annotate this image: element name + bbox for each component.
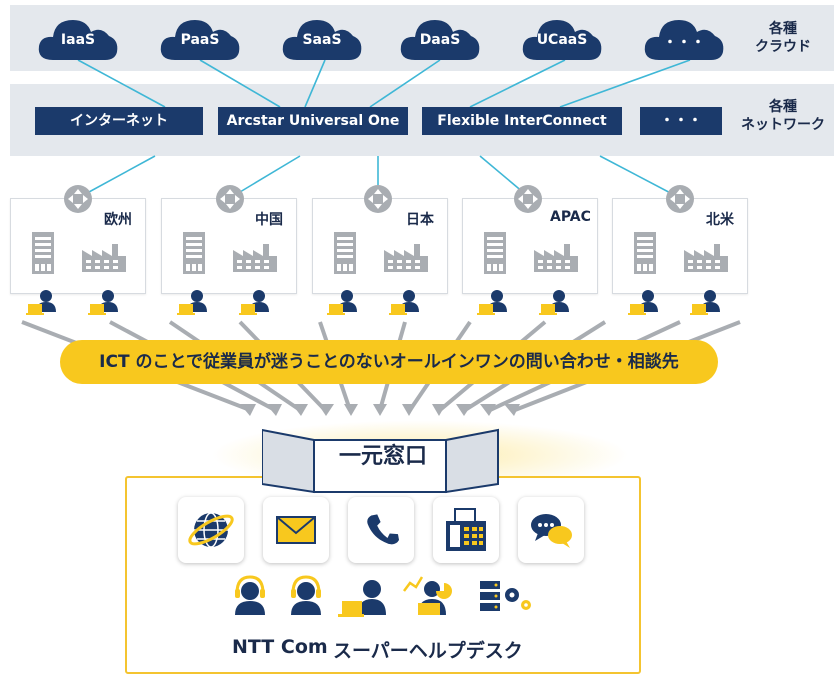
user-laptop-icon xyxy=(628,290,658,315)
user-laptop-icon xyxy=(177,290,207,315)
network-arcstar: Arcstar Universal One xyxy=(218,107,408,135)
network-fic: Flexible InterConnect xyxy=(422,107,622,135)
channel-fax xyxy=(433,497,499,563)
cloud-daas: DaaS xyxy=(397,10,483,66)
router-icon xyxy=(514,185,542,213)
headset-operator-icon xyxy=(235,575,265,615)
cloud-icon xyxy=(522,20,602,60)
cloud-icon xyxy=(38,20,118,60)
server-gear-icon xyxy=(480,581,531,611)
channel-phone xyxy=(348,497,414,563)
headset-operator-icon xyxy=(291,575,321,615)
channel-mail xyxy=(263,497,329,563)
user-laptop-icon xyxy=(539,290,569,315)
server-icon xyxy=(484,232,506,274)
cloud-ucaas: UCaaS xyxy=(519,10,605,66)
cloud-paas: PaaS xyxy=(157,10,243,66)
cloud-label: PaaS xyxy=(180,32,220,48)
analyst-icon xyxy=(403,576,452,615)
region-label-europe: 欧州 xyxy=(104,212,132,228)
factory-icon xyxy=(384,244,428,272)
window-icon xyxy=(262,428,499,494)
cloud-iaas: IaaS xyxy=(35,10,121,66)
cloud-side-label-1: 各種 xyxy=(769,21,797,37)
router-icon xyxy=(64,185,92,213)
cloud-saas: SaaS xyxy=(279,10,365,66)
region-label-china: 中国 xyxy=(255,212,283,228)
user-laptop-icon xyxy=(88,290,118,315)
network-side-label-1: 各種 xyxy=(769,99,797,115)
user-laptop-icon xyxy=(690,290,720,315)
region-label-na: 北米 xyxy=(706,212,734,228)
channel-chat xyxy=(518,497,584,563)
router-icon xyxy=(364,185,392,213)
router-icon xyxy=(216,185,244,213)
cloud-icon xyxy=(282,20,362,60)
user-laptop-icon xyxy=(26,290,56,315)
region-label-apac: APAC xyxy=(550,209,591,225)
cloud-label: SaaS xyxy=(302,32,342,48)
server-icon xyxy=(334,232,356,274)
factory-icon xyxy=(233,244,277,272)
server-icon xyxy=(32,232,54,274)
user-laptop-icon xyxy=(327,290,357,315)
network-side-label-2: ネットワーク xyxy=(741,117,825,133)
staff-icons xyxy=(235,575,531,617)
cloud-label: UCaaS xyxy=(536,32,588,48)
factory-icon xyxy=(534,244,578,272)
fax-icon xyxy=(446,508,486,551)
router-icon xyxy=(666,185,694,213)
mail-icon xyxy=(276,516,316,544)
cloud-icon xyxy=(644,20,724,60)
region-icons xyxy=(26,185,728,315)
cloud-label: IaaS xyxy=(60,32,96,48)
cloud-label: DaaS xyxy=(419,32,461,48)
contact-title: 一元窓口 xyxy=(338,444,427,469)
cloud-icon xyxy=(160,20,240,60)
region-label-japan: 日本 xyxy=(406,212,434,228)
user-laptop-icon xyxy=(477,290,507,315)
globe-icon xyxy=(188,512,234,548)
laptop-operator-icon xyxy=(338,580,386,617)
service-label: スーパーヘルプデスク xyxy=(333,640,523,662)
factory-icon xyxy=(684,244,728,272)
cloud-icon xyxy=(400,20,480,60)
channel-web xyxy=(178,497,244,563)
network-internet: インターネット xyxy=(35,107,203,135)
user-laptop-icon xyxy=(389,290,419,315)
cloud-more: ・・・ xyxy=(641,10,727,66)
cloud-side-label: 各種 クラウド xyxy=(738,20,828,56)
factory-icon xyxy=(82,244,126,272)
cloud-side-label-2: クラウド xyxy=(755,39,811,55)
user-laptop-icon xyxy=(239,290,269,315)
cloud-label: ・・・ xyxy=(663,35,705,51)
server-icon xyxy=(183,232,205,274)
brand-label: NTT Com xyxy=(232,636,328,658)
server-icon xyxy=(634,232,656,274)
network-more: ・・・ xyxy=(640,107,722,135)
network-side-label: 各種 ネットワーク xyxy=(738,98,828,134)
phone-icon xyxy=(367,514,400,545)
chat-icon xyxy=(531,514,572,548)
banner: ICT のことで従業員が迷うことのないオールインワンの問い合わせ・相談先 xyxy=(60,340,718,384)
